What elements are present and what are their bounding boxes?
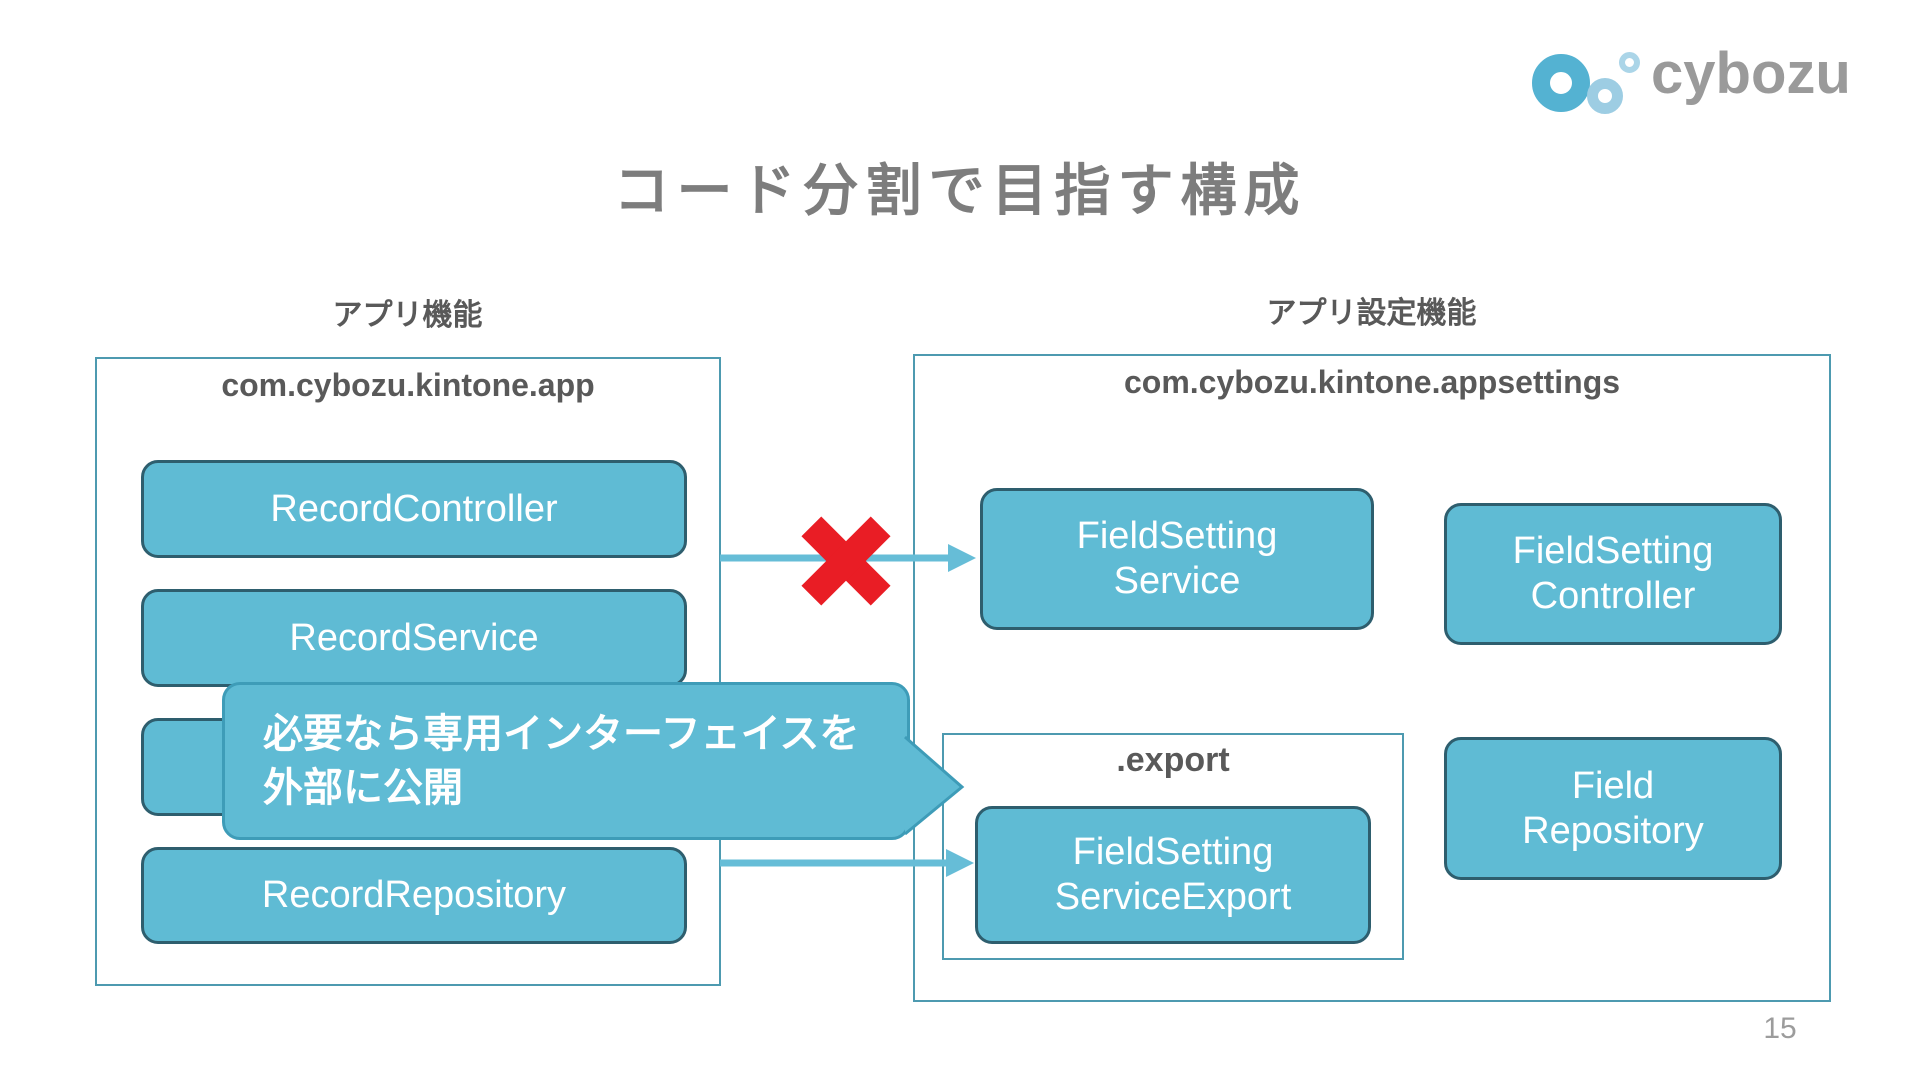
page-number: 15 (1763, 1012, 1797, 1045)
forbidden-x-mark-icon (801, 516, 891, 606)
class-label-line2: Service (1113, 560, 1241, 602)
class-label-line1: Field (1571, 764, 1655, 807)
class-box-field-setting-controller: FieldSetting Controller (1444, 503, 1782, 645)
class-box-field-setting-service: FieldSetting Service (980, 488, 1374, 630)
class-label: RecordController (270, 487, 558, 530)
cybozu-ring-medium-icon (1587, 78, 1623, 114)
left-group-label: アプリ機能 (332, 299, 483, 332)
left-package-name: com.cybozu.kintone.app (221, 367, 595, 403)
class-label-line2: ServiceExport (1054, 876, 1292, 918)
class-box-record-controller: RecordController (141, 460, 687, 558)
export-package-label: .export (1116, 741, 1230, 779)
cybozu-ring-large-icon (1532, 54, 1590, 112)
class-label-line2: Controller (1530, 575, 1696, 617)
slide-title: コード分割で目指す構成 (613, 159, 1307, 222)
class-box-record-repository: RecordRepository (141, 847, 687, 944)
class-label-line1: FieldSetting (1072, 831, 1274, 874)
callout-bubble: 必要なら専用インターフェイスを 外部に公開 (222, 682, 910, 840)
right-group-label: アプリ設定機能 (1266, 297, 1477, 330)
class-box-field-setting-service-export: FieldSetting ServiceExport (975, 806, 1371, 944)
class-label: RecordRepository (261, 874, 567, 917)
class-box-record-service: RecordService (141, 589, 687, 687)
cybozu-logo-text: cybozu (1651, 41, 1851, 106)
cybozu-ring-small-icon (1619, 52, 1640, 73)
callout-text-line1: 必要なら専用インターフェイスを (263, 712, 860, 756)
cybozu-logo: cybozu (1525, 38, 1895, 133)
class-label: RecordService (289, 616, 539, 659)
class-label-line1: FieldSetting (1512, 530, 1714, 573)
right-package-name: com.cybozu.kintone.appsettings (1123, 364, 1621, 400)
class-label-line2: Repository (1522, 809, 1704, 852)
class-box-field-repository: Field Repository (1444, 737, 1782, 880)
class-label-line1: FieldSetting (1076, 515, 1278, 558)
callout-text-line2: 外部に公開 (263, 766, 463, 810)
